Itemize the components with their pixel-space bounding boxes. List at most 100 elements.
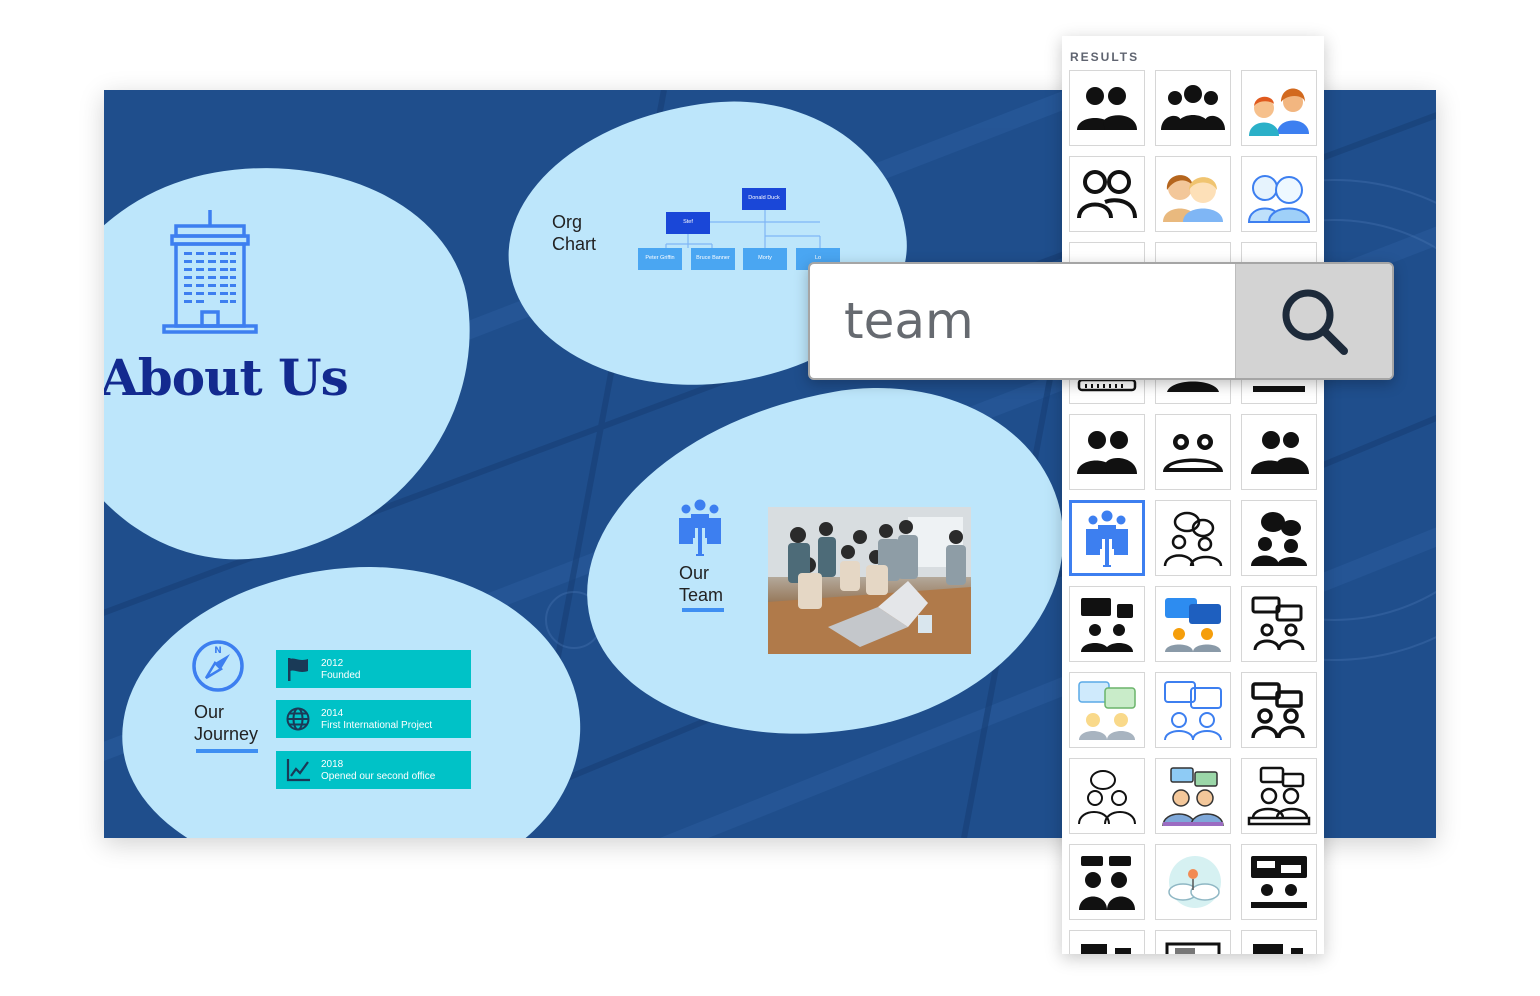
search-button[interactable] xyxy=(1235,264,1392,378)
people-cloud-icon xyxy=(1168,856,1221,908)
svg-text:N: N xyxy=(214,646,222,656)
search-icon xyxy=(1282,289,1348,355)
people-chat-icon xyxy=(1251,682,1305,739)
icon-result-tile[interactable] xyxy=(1241,414,1317,490)
icon-result-tile-selected[interactable] xyxy=(1069,500,1145,576)
org-node-left[interactable]: Stef xyxy=(666,212,710,234)
milestone-year: 2014 xyxy=(321,708,344,719)
compass-icon: N xyxy=(192,640,244,692)
globe-icon xyxy=(286,707,310,731)
org-node-child3[interactable]: Morty xyxy=(743,248,787,270)
people-chat-icon xyxy=(1165,942,1221,954)
icon-result-tile[interactable] xyxy=(1069,414,1145,490)
about-us-title[interactable]: About Us xyxy=(104,348,349,407)
people-chat-outline-icon xyxy=(1078,770,1136,825)
org-chart-connectors xyxy=(665,210,821,248)
flag-icon xyxy=(288,658,308,681)
icon-result-tile[interactable] xyxy=(1155,586,1231,662)
milestone-year: 2012 xyxy=(321,658,344,669)
people-chat-outline-icon xyxy=(1164,681,1222,740)
org-chart[interactable]: Donald Duck Stef Peter Griffin Bruce Ban… xyxy=(634,186,844,276)
org-node-child2[interactable]: Bruce Banner xyxy=(691,248,735,270)
icon-result-tile[interactable] xyxy=(1155,672,1231,748)
org-label-line2: Chart xyxy=(552,234,597,254)
people-group-icon xyxy=(1167,381,1219,392)
team-label-line1: Our xyxy=(679,563,710,583)
icon-result-tile[interactable] xyxy=(1241,156,1317,232)
our-journey-label[interactable]: Our Journey xyxy=(194,701,258,745)
org-label-line1: Org xyxy=(552,212,583,232)
icon-result-tile[interactable] xyxy=(1069,758,1145,834)
people-table-icon xyxy=(1077,378,1137,392)
icon-result-tile[interactable] xyxy=(1155,500,1231,576)
org-chart-label[interactable]: Org Chart xyxy=(552,211,596,255)
icon-result-tile[interactable] xyxy=(1069,672,1145,748)
people-outline-icon xyxy=(1077,170,1137,219)
people-chat-colored-icon xyxy=(1078,681,1136,740)
people-group-icon xyxy=(1163,434,1223,472)
milestone-text: Founded xyxy=(321,670,361,681)
team-icon xyxy=(1086,510,1128,567)
icon-result-tile[interactable] xyxy=(1069,70,1145,146)
icon-search-box[interactable]: team xyxy=(808,262,1394,380)
journey-label-line2: Journey xyxy=(194,724,259,744)
team-photo-illustration xyxy=(768,507,971,654)
team-underline xyxy=(682,608,724,612)
people-chat-icon xyxy=(1081,598,1133,652)
people-colored-icon xyxy=(1249,88,1309,136)
people-chat-icon xyxy=(1163,511,1223,567)
milestone-2012[interactable]: 2012 Founded xyxy=(276,650,471,688)
milestone-text: First International Project xyxy=(321,720,433,731)
journey-underline xyxy=(196,749,258,753)
org-node-top[interactable]: Donald Duck xyxy=(742,188,786,210)
people-group-icon xyxy=(1077,431,1137,474)
people-chat-icon xyxy=(1079,856,1135,910)
people-chat-colored-icon xyxy=(1165,598,1221,652)
milestone-2014[interactable]: 2014 First International Project xyxy=(276,700,471,738)
icon-result-tile[interactable] xyxy=(1155,758,1231,834)
our-team-label[interactable]: Our Team xyxy=(679,562,723,606)
icon-result-tile[interactable] xyxy=(1155,156,1231,232)
journey-label-line1: Our xyxy=(194,702,225,722)
milestone-year: 2018 xyxy=(321,759,344,770)
icon-result-tile[interactable] xyxy=(1155,70,1231,146)
team-photo[interactable] xyxy=(768,507,971,654)
people-table-chat-icon xyxy=(1247,766,1311,826)
icon-result-tile[interactable] xyxy=(1155,414,1231,490)
search-input[interactable]: team xyxy=(844,292,974,350)
icon-result-tile[interactable] xyxy=(1241,586,1317,662)
icon-result-tile[interactable] xyxy=(1069,156,1145,232)
people-chat-icon xyxy=(1251,856,1307,908)
org-node-child1[interactable]: Peter Griffin xyxy=(638,248,682,270)
people-avatar-icon xyxy=(1247,175,1311,223)
team-icon xyxy=(679,499,721,556)
icon-result-tile[interactable] xyxy=(1069,844,1145,920)
people-group-icon xyxy=(1253,386,1305,392)
line-chart-icon xyxy=(286,759,310,782)
people-chat-icon xyxy=(1251,596,1305,651)
icon-result-tile[interactable] xyxy=(1241,70,1317,146)
people-chat-icon xyxy=(1081,944,1131,954)
milestone-2018[interactable]: 2018 Opened our second office xyxy=(276,751,471,789)
icon-result-tile[interactable] xyxy=(1241,500,1317,576)
people-chat-icon xyxy=(1253,944,1303,954)
icon-result-tile[interactable] xyxy=(1241,930,1317,954)
icon-result-tile[interactable] xyxy=(1069,930,1145,954)
icon-result-tile[interactable] xyxy=(1241,672,1317,748)
people-group-icon xyxy=(1077,87,1137,130)
people-avatar-icon xyxy=(1163,175,1223,222)
people-group-icon xyxy=(1161,85,1225,130)
icon-result-tile[interactable] xyxy=(1241,758,1317,834)
icon-result-tile[interactable] xyxy=(1155,930,1231,954)
people-group-icon xyxy=(1251,431,1309,474)
people-chat-colored-icon xyxy=(1162,767,1224,826)
icon-results-panel[interactable]: RESULTS xyxy=(1062,36,1324,954)
building-icon xyxy=(162,210,258,334)
icon-result-tile[interactable] xyxy=(1155,844,1231,920)
icon-result-tile[interactable] xyxy=(1241,844,1317,920)
results-label: RESULTS xyxy=(1070,50,1140,64)
milestone-text: Opened our second office xyxy=(321,771,436,782)
team-label-line2: Team xyxy=(679,585,724,605)
people-chat-icon xyxy=(1251,512,1307,566)
icon-result-tile[interactable] xyxy=(1069,586,1145,662)
